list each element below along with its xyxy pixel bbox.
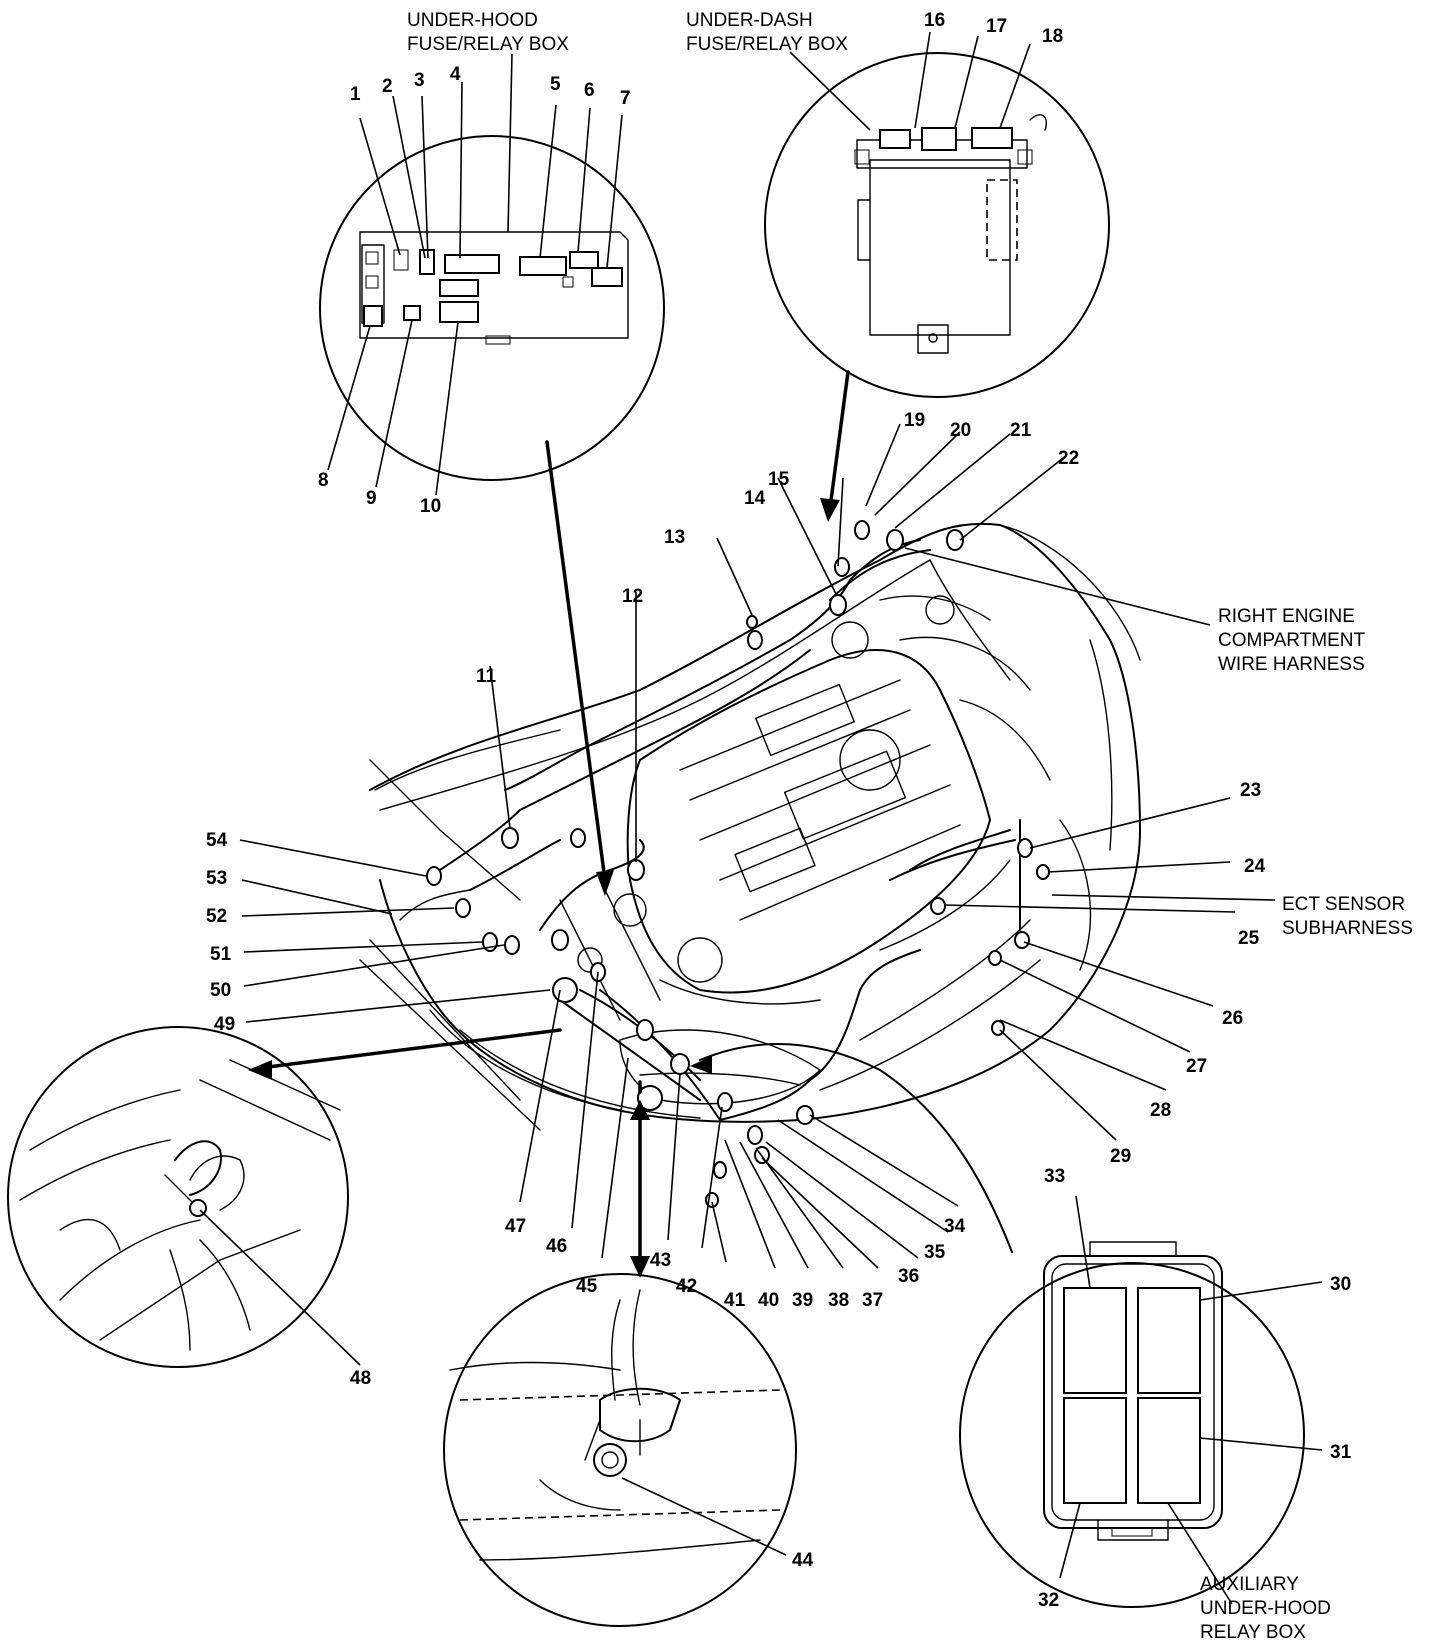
callout-22: 22	[1058, 448, 1079, 469]
ect-label-line1: ECT SENSOR	[1282, 894, 1405, 915]
callout-32: 32	[1038, 1590, 1059, 1611]
aux-label-line3: RELAY BOX	[1200, 1622, 1306, 1642]
callout-48: 48	[350, 1368, 371, 1389]
inset-link-arrows	[248, 370, 1013, 1278]
detail-inset-44	[443, 1273, 797, 1627]
right-harness-label-line1: RIGHT ENGINE	[1218, 606, 1355, 627]
caption-under-hood-box: UNDER-HOOD FUSE/RELAY BOX	[407, 10, 569, 55]
right-harness-label-line3: WIRE HARNESS	[1218, 654, 1365, 675]
ect-label-line2: SUBHARNESS	[1282, 918, 1413, 939]
callout-2: 2	[382, 76, 393, 97]
callout-53: 53	[206, 868, 227, 889]
callout-39: 39	[792, 1290, 813, 1311]
callout-12: 12	[622, 586, 643, 607]
under-dash-fuse-box-inset	[764, 52, 1110, 398]
callout-5: 5	[550, 74, 561, 95]
callout-26: 26	[1222, 1008, 1243, 1029]
callout-36: 36	[898, 1266, 919, 1287]
callout-50: 50	[210, 980, 231, 1001]
callout-16: 16	[924, 10, 945, 31]
callout-25: 25	[1238, 928, 1260, 949]
callout-45: 45	[576, 1276, 598, 1297]
aux-label-line2: UNDER-HOOD	[1200, 1598, 1331, 1619]
engine-compartment-outline	[359, 522, 1141, 1131]
connectors	[426, 520, 1050, 1208]
callout-42: 42	[676, 1276, 697, 1297]
callout-13: 13	[664, 527, 685, 548]
callout-44: 44	[792, 1550, 814, 1571]
under-hood-fuse-box-inset	[319, 135, 665, 481]
callout-49: 49	[214, 1014, 235, 1035]
under-hood-label-line2: FUSE/RELAY BOX	[407, 34, 569, 55]
callout-47: 47	[505, 1216, 526, 1237]
callout-41: 41	[724, 1290, 746, 1311]
caption-ect-subharness: ECT SENSOR SUBHARNESS	[1282, 894, 1413, 939]
callout-21: 21	[1010, 420, 1032, 441]
callout-46: 46	[546, 1236, 567, 1257]
callout-54: 54	[206, 830, 228, 851]
under-dash-label-line2: FUSE/RELAY BOX	[686, 34, 848, 55]
callout-40: 40	[758, 1290, 779, 1311]
callout-23: 23	[1240, 780, 1261, 801]
callout-34: 34	[944, 1216, 966, 1237]
callout-4: 4	[450, 64, 461, 85]
callout-3: 3	[414, 70, 425, 91]
callout-28: 28	[1150, 1100, 1171, 1121]
callout-37: 37	[862, 1290, 883, 1311]
wire-harness-routing	[369, 539, 1021, 1121]
callout-19: 19	[904, 410, 925, 431]
callout-17: 17	[986, 16, 1007, 37]
callout-7: 7	[620, 88, 631, 109]
callout-14: 14	[744, 488, 766, 509]
aux-label-line1: AUXILIARY	[1200, 1574, 1299, 1595]
callout-numbers: 1 2 3 4 5 6 7 8 9 10 11 12 13 14 15 16 1…	[206, 10, 1352, 1611]
under-dash-label-line1: UNDER-DASH	[686, 10, 813, 31]
callout-24: 24	[1244, 856, 1266, 877]
callout-43: 43	[650, 1250, 671, 1271]
callout-27: 27	[1186, 1056, 1207, 1077]
detail-inset-48	[7, 1026, 349, 1368]
callout-11: 11	[476, 666, 497, 687]
callout-51: 51	[210, 944, 232, 965]
callout-52: 52	[206, 906, 227, 927]
aux-relay-box-inset	[959, 1241, 1305, 1608]
engine-block	[559, 595, 1051, 1021]
callout-30: 30	[1330, 1274, 1351, 1295]
under-hood-label-line1: UNDER-HOOD	[407, 10, 538, 31]
callout-9: 9	[366, 488, 377, 509]
right-harness-label-line2: COMPARTMENT	[1218, 630, 1365, 651]
callout-29: 29	[1110, 1146, 1131, 1167]
callout-8: 8	[318, 470, 329, 491]
callout-15: 15	[768, 469, 790, 490]
callout-33: 33	[1044, 1166, 1065, 1187]
callout-38: 38	[828, 1290, 849, 1311]
callout-35: 35	[924, 1242, 946, 1263]
leader-lines	[199, 31, 1323, 1605]
caption-under-dash-box: UNDER-DASH FUSE/RELAY BOX	[686, 10, 848, 55]
callout-10: 10	[420, 496, 441, 517]
callout-18: 18	[1042, 26, 1063, 47]
callout-20: 20	[950, 420, 971, 441]
callout-31: 31	[1330, 1442, 1352, 1463]
caption-right-harness: RIGHT ENGINE COMPARTMENT WIRE HARNESS	[1218, 606, 1365, 675]
callout-6: 6	[584, 80, 595, 101]
callout-1: 1	[350, 84, 361, 105]
caption-aux-relay-box: AUXILIARY UNDER-HOOD RELAY BOX	[1200, 1574, 1331, 1642]
